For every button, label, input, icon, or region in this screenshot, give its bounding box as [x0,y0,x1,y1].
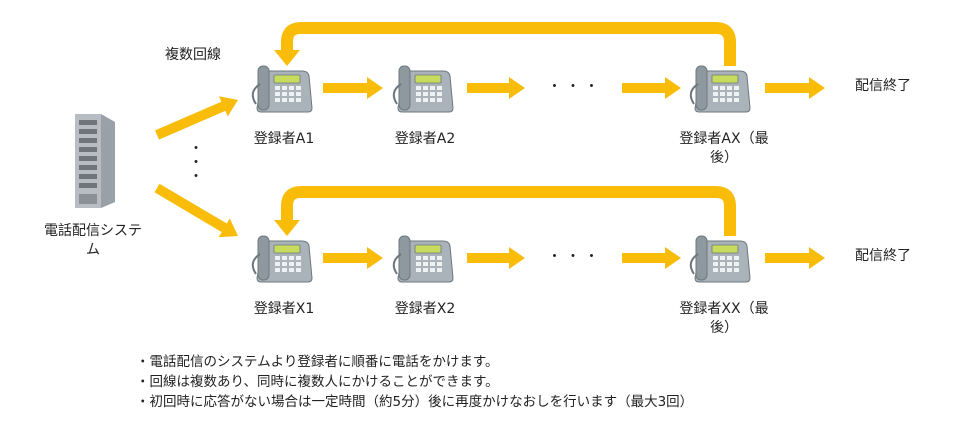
end-label: 配信終了 [855,248,911,264]
subscriber-label: 登録者X1 [253,301,315,317]
vertical-ellipsis: ・ ・ ・ [189,141,203,185]
phone-icon [392,65,454,113]
subscriber-label: 登録者AX（最後） [679,131,769,166]
retry-loop-1-head [274,50,300,66]
fan-arrow-2 [154,183,238,238]
row-ellipsis: ・ ・ ・ [547,249,599,265]
note-item: ・初回時に応答がない場合は一定時間（約5分）後に再度かけなおしを行います（最大3… [136,394,694,410]
subscriber-label: 登録者A2 [394,131,456,147]
server-label: 電話配信システム [44,223,142,258]
retry-loop-2-head [274,220,300,236]
fan-arrow-1 [155,96,238,140]
server-icon [75,114,115,208]
end-arrow-1 [765,77,825,99]
phone-layer [251,65,751,283]
flow-arrow-1-1 [323,77,383,99]
note-item: ・電話配信のシステムより登録者に順番に電話をかけます。 [136,354,499,370]
retry-loop-2-line [281,186,736,236]
flow-arrow-1-2 [467,77,525,99]
notes-list: ・電話配信のシステムより登録者に順番に電話をかけます。・回線は複数あり、同時に複… [136,352,693,412]
phone-icon [251,235,313,283]
lines-label: 複数回線 [165,47,221,63]
flow-arrow-2-1 [323,247,383,269]
phone-icon [392,235,454,283]
flow-arrow-2-2 [467,247,525,269]
flow-arrow-2-3 [622,247,681,269]
end-arrow-2 [765,247,825,269]
flow-arrow-1-3 [622,77,681,99]
phone-icon [689,65,751,113]
phone-icon [251,65,313,113]
retry-loop-1-line [281,22,736,66]
subscriber-label: 登録者XX（最後） [679,301,769,336]
end-label: 配信終了 [855,78,911,94]
phone-icon [689,235,751,283]
subscriber-label: 登録者A1 [253,131,315,147]
row-ellipsis: ・ ・ ・ [547,79,599,95]
subscriber-label: 登録者X2 [394,301,456,317]
note-item: ・回線は複数あり、同時に複数人にかけることができます。 [136,374,499,390]
arrow-layer [154,22,825,269]
